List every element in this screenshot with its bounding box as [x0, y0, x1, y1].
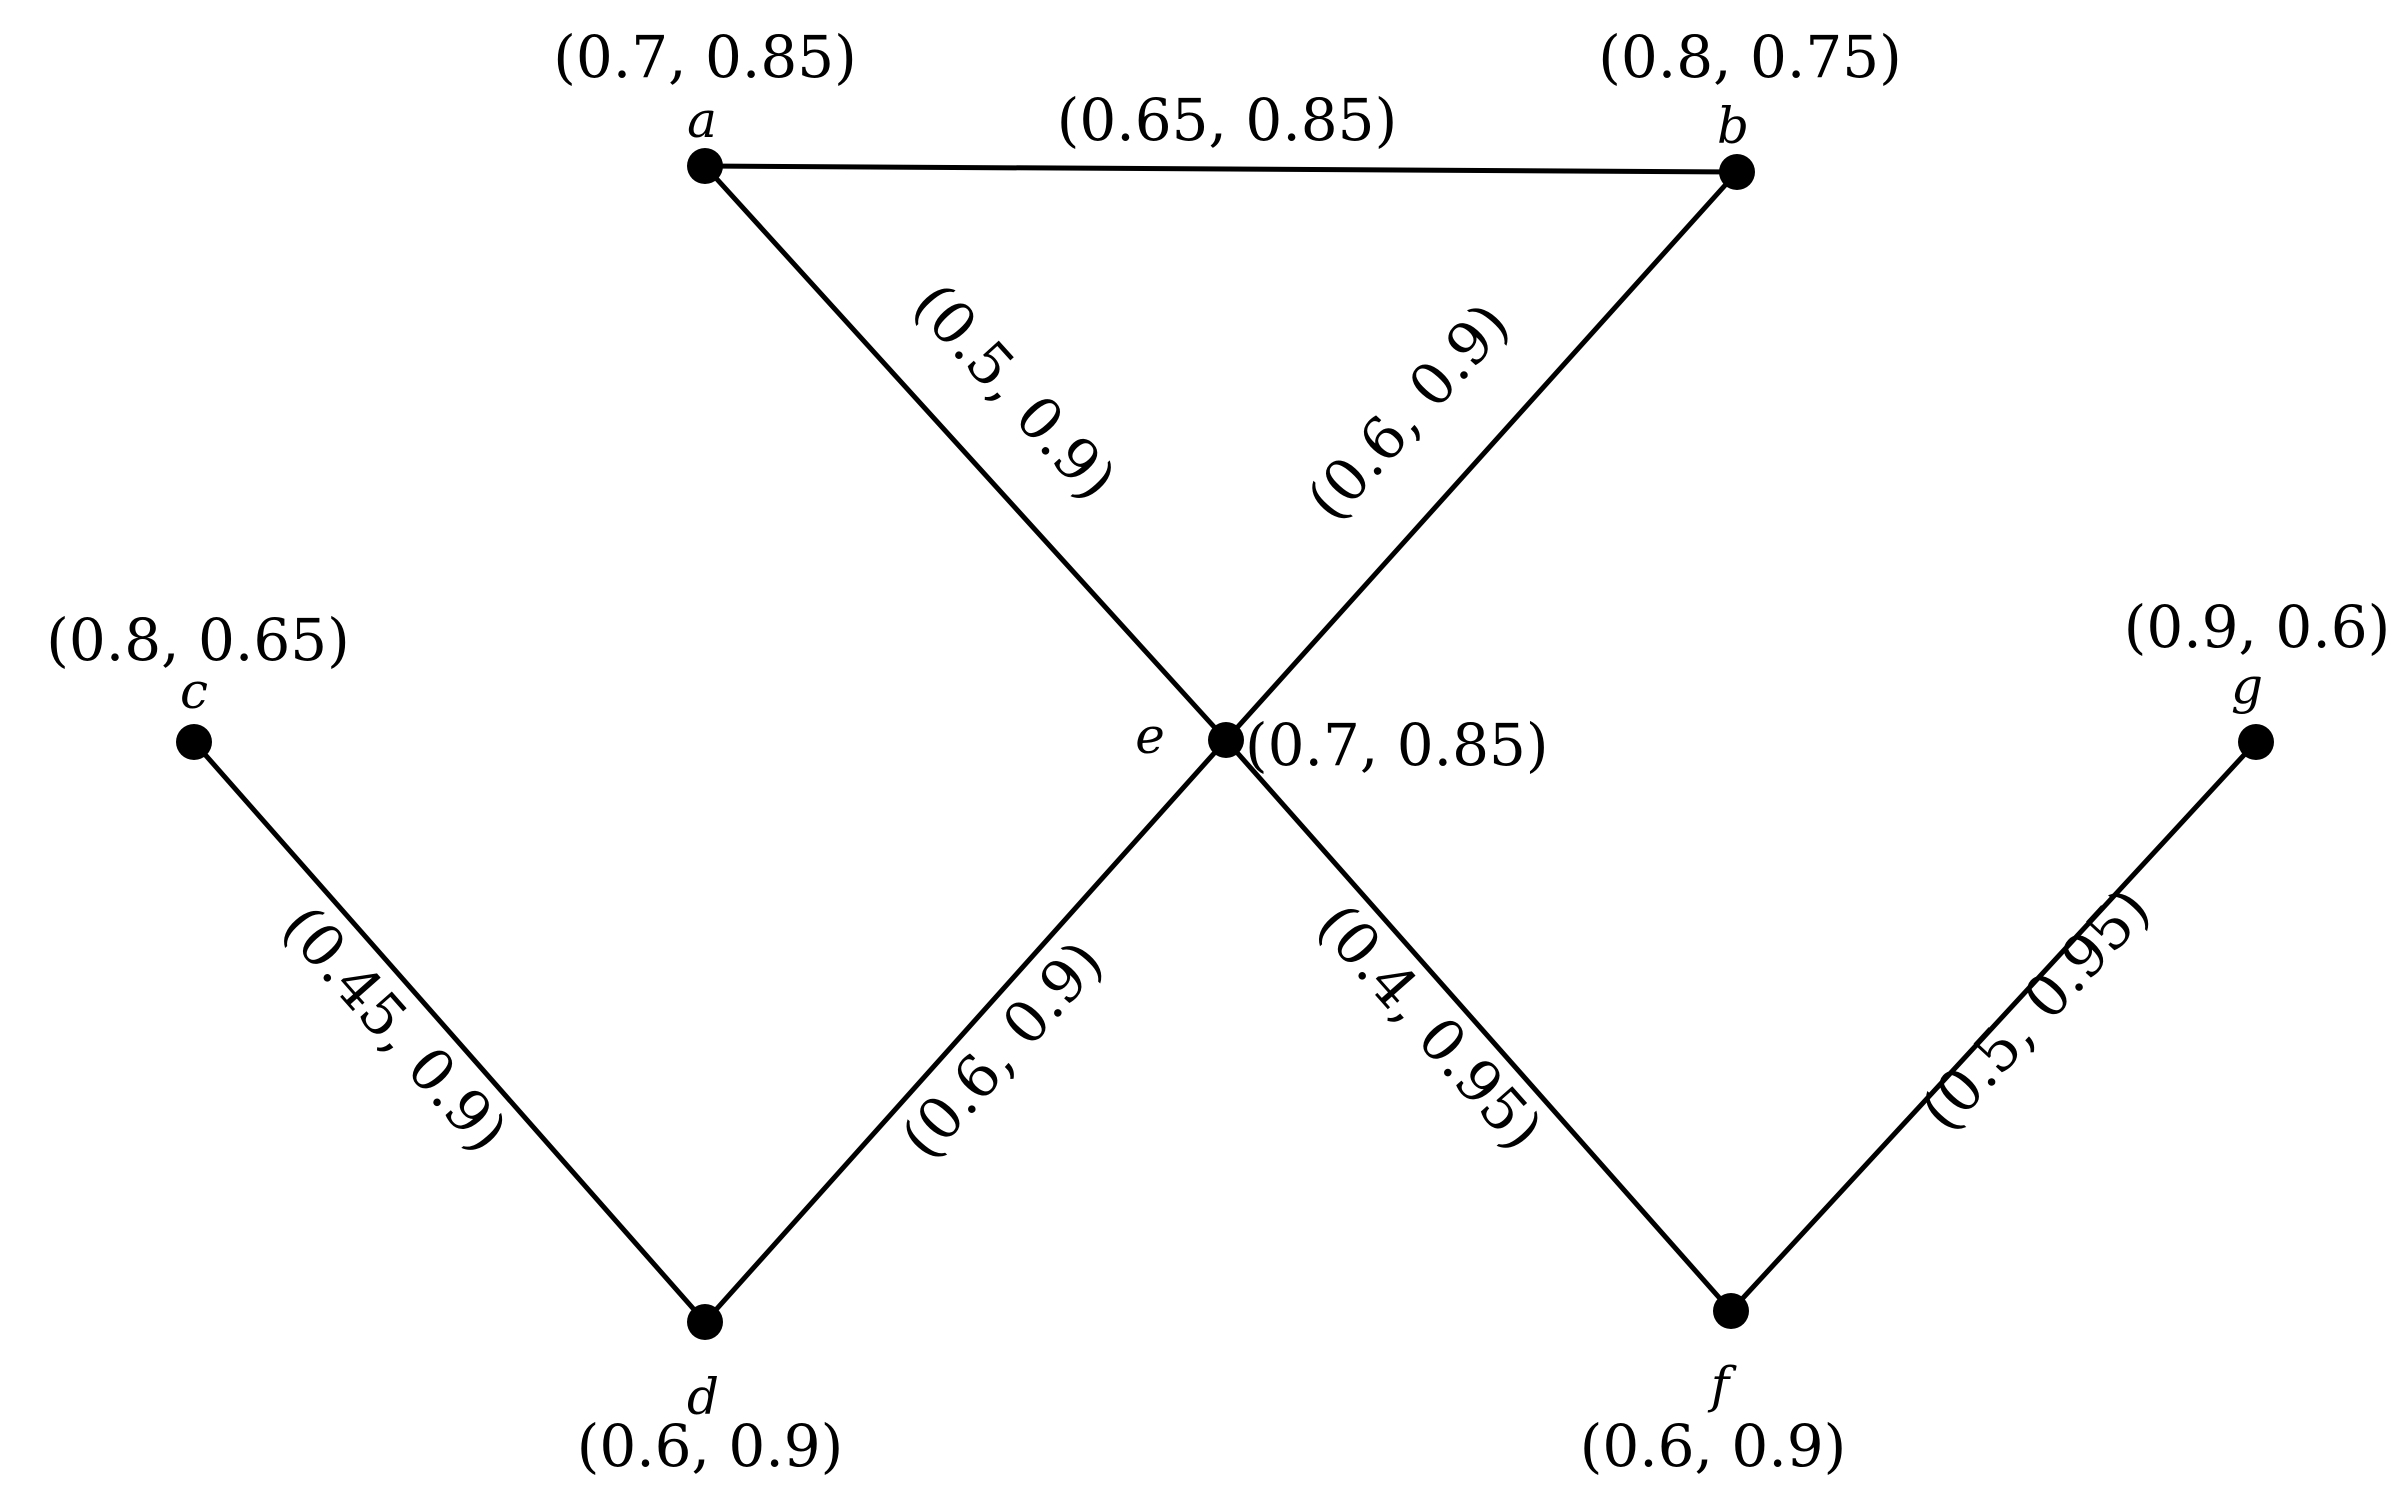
edge-value-f-g: (0.5, 0.95)	[1907, 875, 2163, 1144]
vertex-b	[1719, 154, 1755, 190]
vertex-label-d: d	[687, 1368, 719, 1426]
vertex-label-a: a	[687, 91, 717, 149]
edge-c-d	[192, 740, 707, 1324]
vertex-label-g: g	[2231, 657, 2263, 715]
edge-b-e	[1224, 170, 1739, 742]
edge-value-b-e: (0.6, 0.9)	[1294, 290, 1523, 534]
edge-value-a-e: (0.5, 0.9)	[900, 270, 1129, 513]
vertex-value-b: (0.8, 0.75)	[1598, 23, 1902, 91]
vertex-value-g: (0.9, 0.6)	[2124, 593, 2389, 661]
edge-a-e	[703, 164, 1228, 742]
vertex-f	[1713, 1293, 1749, 1329]
edge-value-c-d: (0.45, 0.9)	[269, 892, 521, 1165]
edge-value-e-f: (0.4, 0.95)	[1304, 891, 1556, 1163]
vertex-value-a: (0.7, 0.85)	[553, 23, 857, 91]
edge-f-g	[1729, 740, 2258, 1313]
edge-value-a-b: (0.65, 0.85)	[1057, 86, 1397, 154]
edge-a-b	[704, 163, 1738, 175]
vertex-value-e: (0.7, 0.85)	[1245, 711, 1549, 779]
vertex-c	[176, 724, 212, 760]
edge-value-d-e: (0.6, 0.9)	[888, 928, 1116, 1172]
vertex-label-f: f	[1707, 1356, 1737, 1414]
vertex-value-c: (0.8, 0.65)	[46, 606, 350, 674]
vertex-label-b: b	[1717, 97, 1749, 155]
vertex-value-f: (0.6, 0.9)	[1580, 1412, 1847, 1480]
vertex-e	[1208, 722, 1244, 758]
edge-d-e	[703, 738, 1228, 1324]
vertex-g	[2238, 724, 2274, 760]
vertex-d	[687, 1304, 723, 1340]
vertex-a	[687, 148, 723, 184]
vertex-label-c: c	[180, 662, 208, 720]
vertex-value-d: (0.6, 0.9)	[577, 1412, 844, 1480]
vertex-label-e: e	[1135, 707, 1165, 765]
edge-e-f	[1224, 738, 1733, 1313]
